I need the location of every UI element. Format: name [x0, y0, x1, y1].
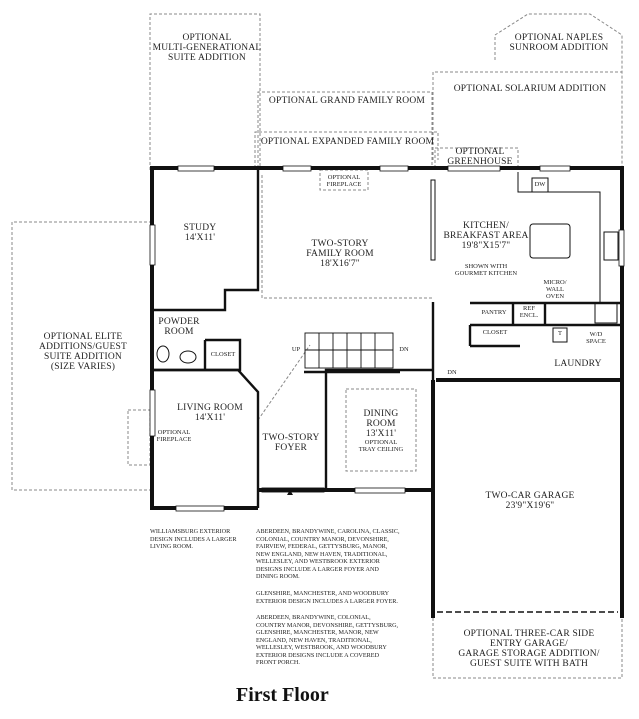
glass-door	[430, 179, 436, 261]
three-car-garage-outline	[432, 618, 623, 679]
family-room-inner-outline	[261, 175, 432, 299]
williamsburg-note: WILLIAMSBURG EXTERIOR DESIGN INCLUDES A …	[150, 528, 237, 551]
living-fireplace-label: OPTIONAL FIREPLACE	[156, 429, 192, 443]
stair-up	[304, 332, 394, 369]
dining-wall	[324, 368, 432, 490]
elite-additions-outline	[11, 221, 152, 491]
wd-label: W/D SPACE	[586, 331, 606, 345]
laundry-label: LAUNDRY	[554, 359, 602, 369]
window	[282, 165, 312, 172]
window	[175, 505, 225, 512]
sink	[156, 345, 170, 363]
kitchen-note: SHOWN WITH GOURMET KITCHEN	[454, 263, 518, 277]
naples-sunroom-outline	[494, 13, 623, 170]
solarium-outline	[432, 71, 622, 160]
greenhouse-label: OPTIONAL GREENHOUSE	[447, 147, 513, 167]
entry-arrow	[287, 490, 293, 495]
kitchen-island	[529, 223, 571, 259]
powder-room-label: POWDER ROOM	[158, 317, 200, 337]
window	[149, 389, 156, 437]
up-label: UP	[291, 346, 301, 353]
expanded-family-room-label: OPTIONAL EXPANDED FAMILY ROOM	[260, 137, 435, 147]
grand-family-room-label: OPTIONAL GRAND FAMILY ROOM	[268, 96, 426, 106]
aberdeen-foyer-note: ABERDEEN, BRANDYWINE, CAROLINA, CLASSIC,…	[256, 528, 400, 581]
dishwasher	[531, 177, 549, 193]
window	[149, 224, 156, 266]
window	[618, 229, 625, 267]
multi-generational-label: OPTIONAL MULTI-GENERATIONAL SUITE ADDITI…	[152, 33, 262, 63]
dw-label: DW	[534, 181, 546, 188]
dining-tray-outline	[345, 388, 417, 472]
window	[447, 165, 501, 172]
solarium-label: OPTIONAL SOLARIUM ADDITION	[453, 84, 607, 94]
greenhouse-outline	[434, 147, 519, 168]
living-wall	[152, 368, 260, 508]
three-car-garage-label: OPTIONAL THREE-CAR SIDE ENTRY GARAGE/ GA…	[458, 629, 600, 669]
cooktop	[603, 231, 619, 261]
grand-family-room-outline	[257, 91, 433, 168]
foyer-door	[261, 487, 325, 493]
toilet	[179, 350, 197, 364]
living-fireplace-outline	[127, 409, 151, 466]
ref-label: REF ENCL.	[519, 305, 539, 319]
powder-closet-label: CLOSET	[210, 351, 236, 358]
dining-tray-note: OPTIONAL TRAY CEILING	[358, 439, 404, 453]
aberdeen-porch-note: ABERDEEN, BRANDYWINE, COLONIAL, COUNTRY …	[256, 614, 399, 667]
multi-generational-outline	[149, 13, 261, 170]
window	[354, 487, 406, 494]
window	[379, 165, 409, 172]
window	[177, 165, 215, 172]
toilet-t	[552, 327, 568, 343]
foyer-diagonal	[257, 344, 311, 421]
kitchen-counter	[517, 172, 601, 303]
pantry-label: PANTRY	[481, 309, 507, 316]
family-fireplace-outline	[319, 169, 369, 191]
study-wall	[152, 170, 260, 312]
expanded-family-room-outline	[254, 131, 439, 168]
t-label: T	[558, 330, 562, 337]
kitchen-closet-label: CLOSET	[482, 329, 508, 336]
wall-oven	[594, 302, 618, 324]
floor-title: First Floor	[236, 684, 329, 706]
micro-label: MICRO/ WALL OVEN	[543, 279, 567, 300]
elite-additions-label: OPTIONAL ELITE ADDITIONS/GUEST SUITE ADD…	[39, 332, 127, 372]
naples-sunroom-label: OPTIONAL NAPLES SUNROOM ADDITION	[509, 33, 609, 53]
dn-garage-label: DN	[447, 369, 457, 376]
family-fireplace-label: OPTIONAL FIREPLACE	[326, 174, 362, 188]
foyer-label: TWO-STORY FOYER	[262, 433, 320, 453]
window	[539, 165, 571, 172]
glenshire-note: GLENSHIRE, MANCHESTER, AND WOODBURY EXTE…	[256, 590, 398, 605]
dn-stair-label: DN	[399, 346, 409, 353]
